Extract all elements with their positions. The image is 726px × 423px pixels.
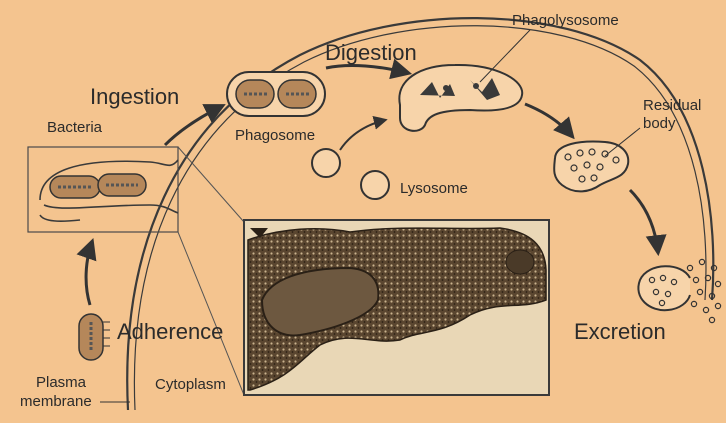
electron-micrograph: [243, 219, 550, 396]
label-digestion: Digestion: [325, 40, 417, 65]
label-plasma-membrane-1: Plasma: [36, 374, 87, 391]
digestion-arrow: [325, 58, 413, 80]
label-phagosome: Phagosome: [235, 127, 316, 144]
inset-bacteria: [49, 173, 147, 199]
plasma-membrane-inner: [133, 25, 707, 411]
label-ingestion: Ingestion: [90, 84, 180, 109]
lysosome-2: [360, 170, 390, 200]
residual-body-pointer: [604, 127, 641, 157]
label-bacteria: Bacteria: [47, 119, 103, 136]
engulfment-membrane: [39, 159, 179, 222]
phagolysosome-pointer: [479, 29, 531, 83]
phagosome: [226, 71, 326, 117]
label-adherence: Adherence: [117, 319, 224, 344]
adherence-arrow: [76, 238, 97, 306]
excretion-arrow: [628, 188, 667, 257]
to-residual-arrow: [524, 102, 575, 140]
lysosome-1: [311, 148, 341, 178]
label-cytoplasm: Cytoplasm: [155, 376, 226, 393]
label-residual-body-2: body: [643, 115, 676, 132]
label-lysosome: Lysosome: [400, 180, 468, 197]
plasma-membrane: [126, 17, 715, 411]
adhering-bacterium: [78, 313, 110, 361]
label-residual-body-1: Residual: [643, 97, 702, 114]
engulfment-inset: [27, 146, 179, 233]
label-plasma-membrane-2: membrane: [20, 393, 92, 410]
label-phagolysosome: Phagolysosome: [512, 12, 619, 29]
label-excretion: Excretion: [574, 319, 666, 344]
phagolysosome: [398, 63, 524, 132]
residual-body: [553, 140, 630, 193]
lysosome-fusion-arrow: [339, 115, 388, 151]
ingestion-arrow: [163, 104, 226, 147]
excretion-vesicle: [637, 265, 691, 312]
excreted-particles: [686, 258, 722, 324]
